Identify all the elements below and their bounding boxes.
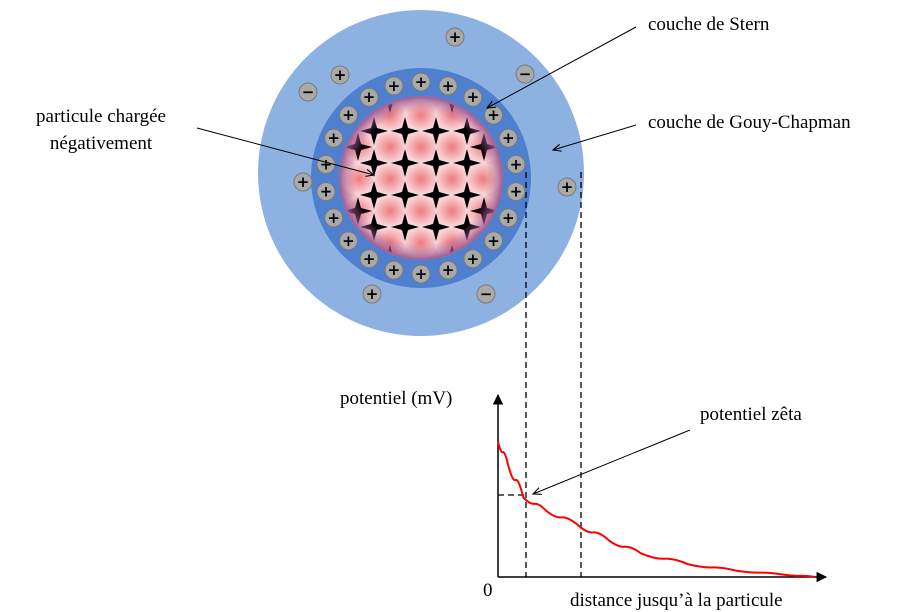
- positive-ion: +: [330, 65, 350, 85]
- potential-curve: [497, 441, 816, 578]
- svg-text:+: +: [327, 129, 340, 147]
- svg-text:+: +: [320, 155, 333, 173]
- positive-ion: +: [359, 87, 379, 107]
- svg-text:+: +: [415, 265, 428, 283]
- positive-ion: +: [324, 208, 344, 228]
- positive-ion: +: [557, 177, 577, 197]
- particle-pointer: [196, 127, 374, 175]
- particle-label-line1: particule chargée: [36, 106, 166, 127]
- positive-ion: +: [316, 182, 336, 202]
- positive-ion: +: [362, 284, 382, 304]
- svg-text:+: +: [415, 73, 428, 91]
- x-axis-label: distance jusqu’à la particule: [570, 590, 783, 611]
- positive-ion: +: [411, 264, 431, 284]
- ions-group: ++++++++++++++++++++++++−−+++−: [293, 27, 577, 304]
- positive-ion: +: [463, 87, 483, 107]
- gouy-chapman-pointer: [553, 124, 637, 150]
- zeta-potential-label: potentiel zêta: [700, 404, 802, 425]
- origin-tick-label: 0: [483, 580, 493, 601]
- svg-text:−: −: [480, 285, 493, 303]
- positive-ion: +: [359, 249, 379, 269]
- svg-text:+: +: [442, 261, 455, 279]
- positive-ion: +: [324, 128, 344, 148]
- positive-ion: +: [338, 105, 358, 125]
- positive-ion: +: [484, 105, 504, 125]
- svg-text:+: +: [561, 178, 574, 196]
- gouy-chapman-layer-label: couche de Gouy-Chapman: [648, 112, 851, 133]
- positive-ion: +: [316, 154, 336, 174]
- svg-text:−: −: [519, 65, 532, 83]
- svg-text:+: +: [449, 28, 462, 46]
- positive-ion: +: [498, 128, 518, 148]
- svg-text:−: −: [302, 83, 315, 101]
- positive-ion: +: [293, 172, 313, 192]
- svg-text:+: +: [502, 209, 515, 227]
- positive-ion: +: [506, 182, 526, 202]
- svg-text:+: +: [297, 173, 310, 191]
- positive-ion: +: [484, 231, 504, 251]
- svg-text:+: +: [487, 106, 500, 124]
- y-axis-label: potentiel (mV): [340, 388, 453, 409]
- svg-text:+: +: [363, 88, 376, 106]
- svg-text:+: +: [342, 232, 355, 250]
- negative-ion: −: [298, 82, 318, 102]
- svg-text:+: +: [363, 250, 376, 268]
- positive-ion: +: [445, 27, 465, 47]
- positive-ion: +: [463, 249, 483, 269]
- positive-ion: +: [498, 208, 518, 228]
- zeta-pointer: [533, 429, 691, 494]
- negative-ion: −: [515, 64, 535, 84]
- positive-ion: +: [411, 72, 431, 92]
- positive-ion: +: [338, 231, 358, 251]
- svg-text:+: +: [510, 155, 523, 173]
- svg-text:+: +: [334, 66, 347, 84]
- svg-text:+: +: [442, 77, 455, 95]
- svg-text:+: +: [388, 261, 401, 279]
- svg-text:+: +: [510, 183, 523, 201]
- svg-text:+: +: [366, 285, 379, 303]
- particle-rim: [339, 96, 503, 260]
- svg-text:+: +: [327, 209, 340, 227]
- positive-ion: +: [384, 260, 404, 280]
- positive-ion: +: [438, 76, 458, 96]
- svg-text:+: +: [502, 129, 515, 147]
- svg-text:+: +: [320, 183, 333, 201]
- svg-text:+: +: [388, 77, 401, 95]
- positive-ion: +: [506, 154, 526, 174]
- svg-text:+: +: [487, 232, 500, 250]
- positive-ion: +: [438, 260, 458, 280]
- stern-pointer: [487, 26, 637, 108]
- particle-label-line2: négativement: [49, 133, 153, 154]
- svg-text:+: +: [467, 250, 480, 268]
- svg-text:+: +: [342, 106, 355, 124]
- positive-ion: +: [384, 76, 404, 96]
- stern-layer-label: couche de Stern: [648, 14, 770, 35]
- svg-text:+: +: [467, 88, 480, 106]
- negative-ion: −: [476, 284, 496, 304]
